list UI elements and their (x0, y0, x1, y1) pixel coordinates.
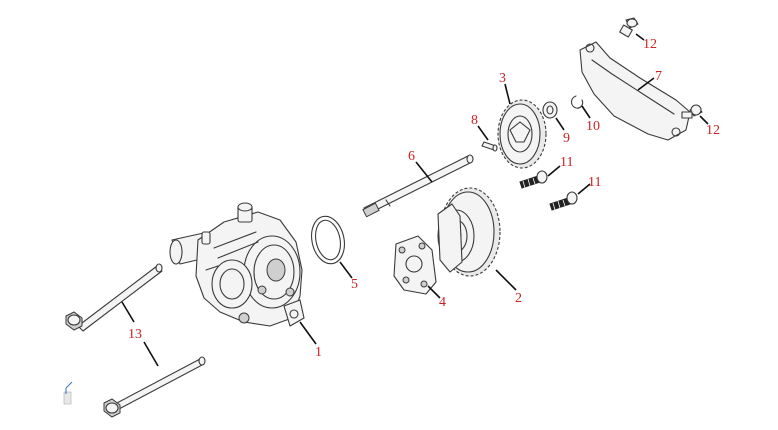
bolt-11-upper (519, 170, 548, 189)
bolt-11-lower (549, 191, 578, 211)
callout-labels: 1 2 3 4 5 6 7 8 9 10 11 11 12 12 13 (128, 37, 720, 360)
bolt-12-lower (681, 104, 703, 119)
part-13-long-bolts (65, 263, 206, 418)
callout-9: 9 (563, 131, 570, 146)
callout-11b: 11 (588, 175, 601, 190)
bolt-lower (103, 356, 206, 418)
leader-2 (495, 269, 517, 291)
part-7-cover-plate (579, 41, 691, 141)
callout-3: 3 (499, 71, 506, 86)
leader-lines (121, 33, 709, 367)
part-5-o-ring (311, 215, 345, 265)
leader-12b (699, 115, 709, 125)
callout-13: 13 (128, 327, 142, 342)
part-6-shaft (362, 154, 474, 218)
leader-7 (637, 77, 655, 91)
leader-6 (415, 161, 433, 183)
leader-9 (555, 117, 565, 131)
callout-11a: 11 (560, 155, 573, 170)
bolt-upper (65, 263, 163, 332)
leader-11a (547, 165, 561, 177)
callout-12b: 12 (706, 123, 720, 138)
callout-8: 8 (471, 113, 478, 128)
part-9-washer (542, 101, 558, 119)
callout-10: 10 (586, 119, 600, 134)
part-2-pump-gear (437, 187, 501, 277)
leader-13-upper (121, 301, 135, 323)
leader-12a (635, 33, 645, 41)
part-8-pin (481, 141, 498, 152)
part-1-oil-pump-body (169, 202, 305, 327)
leader-10 (581, 105, 591, 119)
callout-2: 2 (515, 291, 522, 306)
callout-7: 7 (655, 69, 662, 84)
part-4-pump-plate (393, 235, 437, 295)
callout-6: 6 (408, 149, 415, 164)
leader-4 (427, 285, 441, 299)
leader-1 (299, 321, 317, 345)
leader-11b (577, 183, 591, 195)
callout-1: 1 (315, 345, 322, 360)
leader-3 (504, 83, 511, 105)
leader-5 (339, 261, 353, 279)
leader-8 (477, 125, 489, 141)
part-10-circlip (570, 95, 584, 109)
axis-marker-icon (63, 381, 73, 405)
callout-5: 5 (351, 277, 358, 292)
bolt-12-upper (619, 17, 639, 38)
part-11-short-bolts (519, 170, 578, 211)
callout-12a: 12 (643, 37, 657, 52)
callout-4: 4 (439, 295, 446, 310)
part-12-small-bolts (619, 17, 703, 119)
part-3-drive-gear (497, 99, 547, 169)
leader-13-lower (143, 341, 159, 367)
